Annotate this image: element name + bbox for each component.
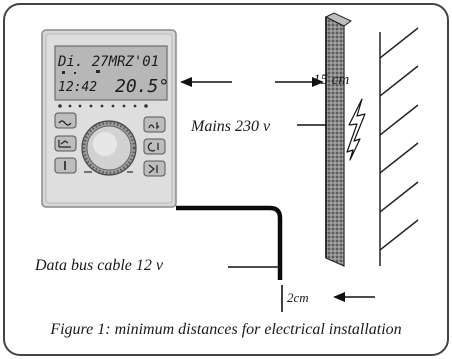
figure-caption: Figure 1: minimum distances for electric… — [50, 321, 402, 338]
thermostat-lcd — [54, 45, 168, 101]
data-bus-label: Data bus cable 12 v — [35, 257, 163, 274]
mains-label: Mains 230 v — [191, 118, 271, 135]
distance-2cm-label: 2cm — [287, 290, 309, 305]
lcd-segment-icons — [62, 70, 100, 74]
lightning-bolt-icon — [346, 98, 366, 161]
lcd-date-text: Di. 27MRZ'01 — [57, 54, 159, 70]
distance-2cm-marker — [281, 285, 375, 312]
lcd-time-text: 12:42 — [58, 80, 97, 95]
program-scale — [58, 104, 148, 108]
mains-wall — [324, 12, 352, 267]
lcd-temp-text: 20.5° — [115, 76, 169, 97]
left-mode-buttons — [54, 112, 77, 174]
data-bus-cable — [176, 205, 283, 280]
right-mode-buttons — [143, 116, 166, 177]
structural-wall — [379, 27, 419, 266]
thermostat-device: Di. 27MRZ'01 12:42 20.5° — [41, 29, 177, 208]
temperature-dial — [81, 120, 137, 176]
distance-15cm-arrows — [180, 77, 324, 87]
distance-15cm-label: 15 cm — [313, 72, 350, 88]
